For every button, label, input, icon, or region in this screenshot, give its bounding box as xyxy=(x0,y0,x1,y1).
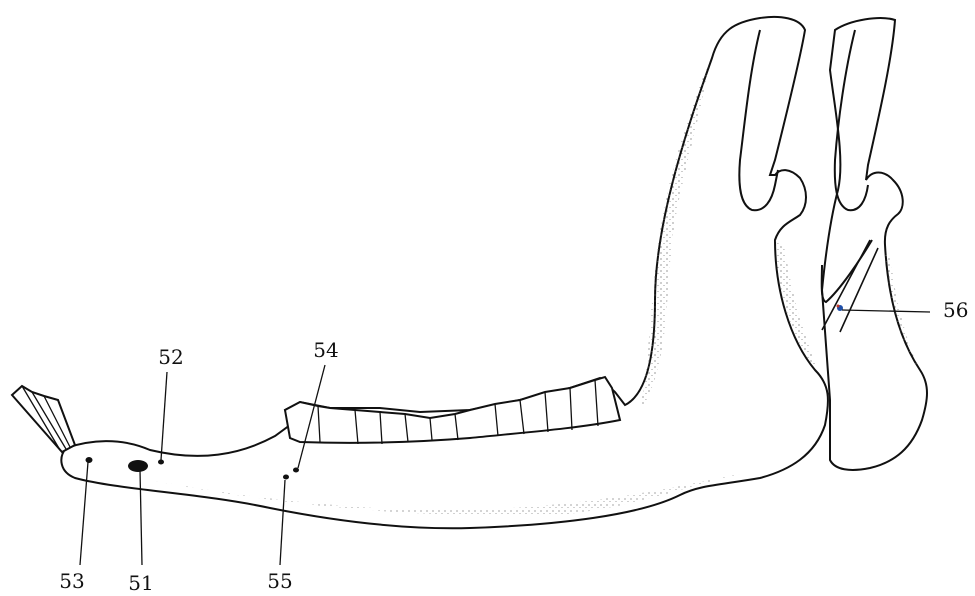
ramus-detail-view xyxy=(822,18,927,470)
label-55: 55 xyxy=(267,569,292,593)
label-56: 56 xyxy=(943,298,968,322)
label-52: 52 xyxy=(158,345,183,369)
label-54: 54 xyxy=(313,338,338,362)
mandible-main xyxy=(12,17,828,528)
label-51: 51 xyxy=(128,571,153,595)
label-53: 53 xyxy=(59,569,84,593)
